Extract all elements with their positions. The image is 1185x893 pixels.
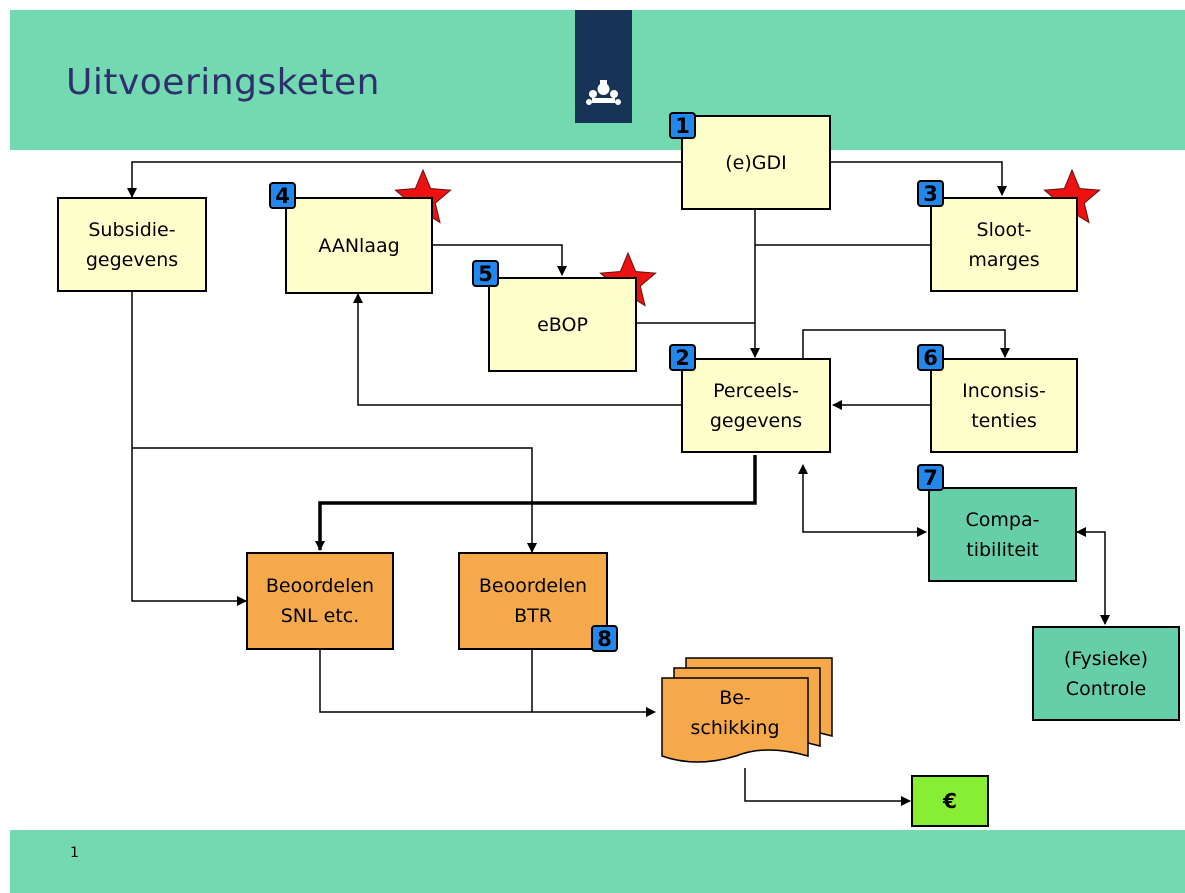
node-subsidiegegevens: Subsidie- gegevens [57,197,207,292]
node-euro: € [911,775,989,827]
node-inconsistenties: Inconsis- tenties [930,358,1078,453]
badge-3: 3 [917,180,944,207]
edge-subsidie-btr [132,447,537,553]
badge-6: 6 [917,344,944,371]
rijksoverheid-logo [575,10,632,123]
badge-8: 8 [591,625,618,652]
edge-aanlaag-ebop [432,244,567,276]
crest-icon [586,80,621,105]
page-title: Uitvoeringsketen [66,62,380,103]
badge-4: 4 [269,182,296,209]
node-slootmarges: Sloot- marges [930,197,1078,292]
edge-egdi-sloot [831,161,1007,196]
edge-subsidie-snl [131,292,247,606]
node-ebop: eBOP [488,277,637,372]
node-perceelsgegevens: Perceels- gegevens [681,358,831,453]
node-beoordelen-btr: Beoordelen BTR [458,552,608,650]
badge-1: 1 [669,112,696,139]
node-beschikking: Be- schikking [690,687,780,739]
slide-number: 1 [70,845,79,861]
edge-snl-beschikking [319,650,656,717]
badge-5: 5 [472,260,499,287]
edge-perceel-aanlaag [353,293,681,406]
edge-compat-fysieke [1076,527,1110,625]
node-compatibiliteit: Compa- tibiliteit [928,487,1077,582]
edge-perceel-snl [315,455,757,551]
badge-2: 2 [669,344,696,371]
edge-perceel-incons [802,329,1010,358]
edge-egdi-subsidie [127,161,681,198]
edge-beschikking-euro [744,768,911,806]
footer-band [10,830,1185,893]
beschikking-page-front [661,677,809,763]
edge-perceel-compat [798,464,927,537]
node-egdi: (e)GDI [681,115,831,210]
node-aanlaag: AANlaag [285,197,433,294]
node-fysieke-controle: (Fysieke) Controle [1032,626,1180,721]
badge-7: 7 [917,464,944,491]
node-beoordelen-snl: Beoordelen SNL etc. [246,552,394,650]
